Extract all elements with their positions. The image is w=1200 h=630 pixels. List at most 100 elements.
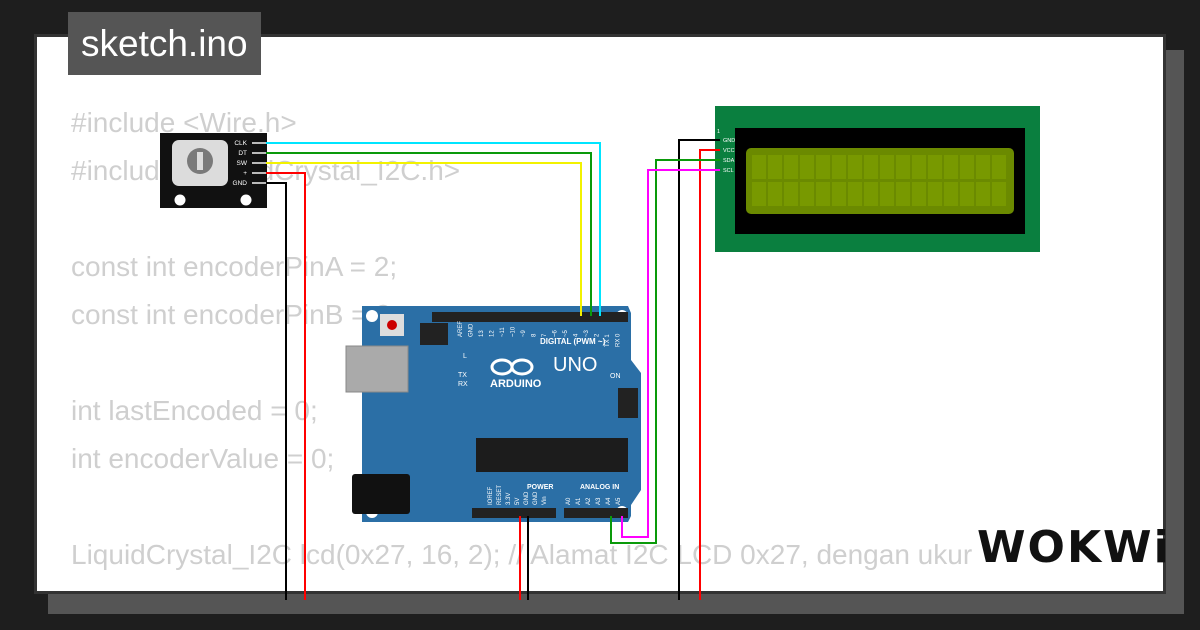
lcd-char-cell <box>896 182 910 206</box>
digital-pin-label: 2 <box>595 333 601 337</box>
analog-pin-label: A3 <box>596 497 602 505</box>
led-label-l: L <box>463 353 467 360</box>
code-line: int encoderValue = 0; <box>71 443 335 474</box>
lcd-char-cell <box>912 155 926 179</box>
encoder-pin-label: DT <box>238 150 247 157</box>
wire-lcd-gnd[interactable] <box>678 139 720 600</box>
lcd-char-cell <box>848 155 862 179</box>
usb-port <box>345 345 409 393</box>
lcd-char-cell <box>800 182 814 206</box>
digital-pin-label: AREF <box>458 321 464 337</box>
lcd-char-cell <box>992 182 1006 206</box>
encoder-shaft-flat <box>197 152 203 170</box>
wire-sw[interactable] <box>266 162 582 316</box>
wire-clk[interactable] <box>266 142 601 316</box>
led-label-rx: RX <box>458 381 468 388</box>
analog-pin-label: A4 <box>606 497 612 505</box>
digital-pin-label: ~11 <box>500 327 506 337</box>
lcd-pin-index: 1 <box>717 129 720 135</box>
power-header[interactable] <box>472 508 556 518</box>
digital-pin-label: ~9 <box>521 329 527 337</box>
lcd-char-cell <box>800 155 814 179</box>
power-pin-label: GND <box>524 491 530 505</box>
code-line: int lastEncoded = 0; <box>71 395 318 426</box>
digital-pin-label: 4 <box>574 333 580 337</box>
arduino-uno[interactable]: DIGITAL (PWM ~) ARDUINO UNO ON L TX RX P… <box>345 306 641 522</box>
on-led-label: ON <box>610 373 621 380</box>
digital-pin-label: 12 <box>490 330 496 337</box>
arduino-model: UNO <box>553 354 597 376</box>
arduino-logo-text: ARDUINO <box>490 378 542 390</box>
wire-lcd-vcc[interactable] <box>699 149 720 600</box>
power-pin-label: Vin <box>542 496 548 505</box>
lcd-char-cell <box>976 155 990 179</box>
icsp-header <box>618 388 638 418</box>
lcd-char-cell <box>976 182 990 206</box>
reset-button-cap[interactable] <box>387 320 397 330</box>
analog-pin-label: A5 <box>616 497 622 505</box>
digital-pin-label: ~5 <box>563 329 569 337</box>
lcd-char-cell <box>784 182 798 206</box>
arduino-mount-hole <box>366 310 378 322</box>
analog-pin-label: A0 <box>566 497 572 505</box>
lcd-char-cell <box>944 182 958 206</box>
lcd-char-cell <box>768 155 782 179</box>
led-label-tx: TX <box>458 372 467 379</box>
lcd-char-cell <box>816 182 830 206</box>
encoder-pin-label: + <box>243 170 247 177</box>
analog-header[interactable] <box>564 508 628 518</box>
lcd-char-cell <box>768 182 782 206</box>
wokwi-logo: WOKWi <box>977 522 1171 573</box>
digital-pin-label: ~6 <box>553 329 559 337</box>
lcd-char-cell <box>992 155 1006 179</box>
digital-pin-label: ~10 <box>511 326 517 337</box>
digital-pin-label: RX 0 <box>616 333 622 347</box>
encoder-mount-hole <box>240 194 252 206</box>
digital-pin-label: 13 <box>479 330 485 337</box>
power-pin-label: RESET <box>497 485 503 505</box>
lcd-pin-label: SCL <box>723 168 734 174</box>
code-line: const int encoderPinA = 2; <box>71 251 398 282</box>
lcd-pin-label: SDA <box>723 158 735 164</box>
file-tab-title: sketch.ino <box>68 12 261 75</box>
lcd-char-cell <box>896 155 910 179</box>
digital-pin-label: ~3 <box>584 329 590 337</box>
power-label: POWER <box>527 484 553 491</box>
lcd-display[interactable]: 1 GND VCC SDA SCL <box>715 106 1040 252</box>
analog-pin-label: A1 <box>576 497 582 505</box>
lcd-char-cell <box>832 155 846 179</box>
lcd-char-cell <box>880 155 894 179</box>
wire-encoder-vcc[interactable] <box>266 172 306 600</box>
arduino-infinity-logo <box>490 358 534 376</box>
digital-label: DIGITAL (PWM ~) <box>540 337 606 346</box>
lcd-char-cell <box>880 182 894 206</box>
wires <box>266 139 720 600</box>
lcd-char-cell <box>960 182 974 206</box>
rotary-encoder[interactable]: CLK DT SW + GND <box>160 133 267 208</box>
lcd-char-cell <box>928 182 942 206</box>
encoder-pin-label: SW <box>237 160 248 167</box>
encoder-pin-label: GND <box>233 180 248 187</box>
code-line: LiquidCrystal_I2C lcd(0x27, 16, 2); // A… <box>71 539 973 570</box>
lcd-char-cell <box>784 155 798 179</box>
lcd-char-cell <box>832 182 846 206</box>
power-pin-label: IOREF <box>488 486 494 505</box>
lcd-char-cell <box>816 155 830 179</box>
lcd-char-cell <box>928 155 942 179</box>
wire-lcd-scl[interactable] <box>621 169 720 538</box>
encoder-mount-hole <box>174 194 186 206</box>
encoder-pin-label: CLK <box>234 140 247 147</box>
analog-label: ANALOG IN <box>580 484 619 491</box>
digital-pin-label: GND <box>469 323 475 337</box>
wire-encoder-gnd[interactable] <box>266 182 287 600</box>
lcd-char-cell <box>752 155 766 179</box>
wire-lcd-sda[interactable] <box>610 159 720 544</box>
digital-header[interactable] <box>432 312 628 322</box>
digital-pin-label: TX 1 <box>605 334 611 347</box>
lcd-pin-label: GND <box>723 138 735 144</box>
lcd-char-cell <box>960 155 974 179</box>
lcd-char-cell <box>912 182 926 206</box>
wire-dt[interactable] <box>266 152 592 316</box>
analog-pin-label: A2 <box>586 497 592 505</box>
